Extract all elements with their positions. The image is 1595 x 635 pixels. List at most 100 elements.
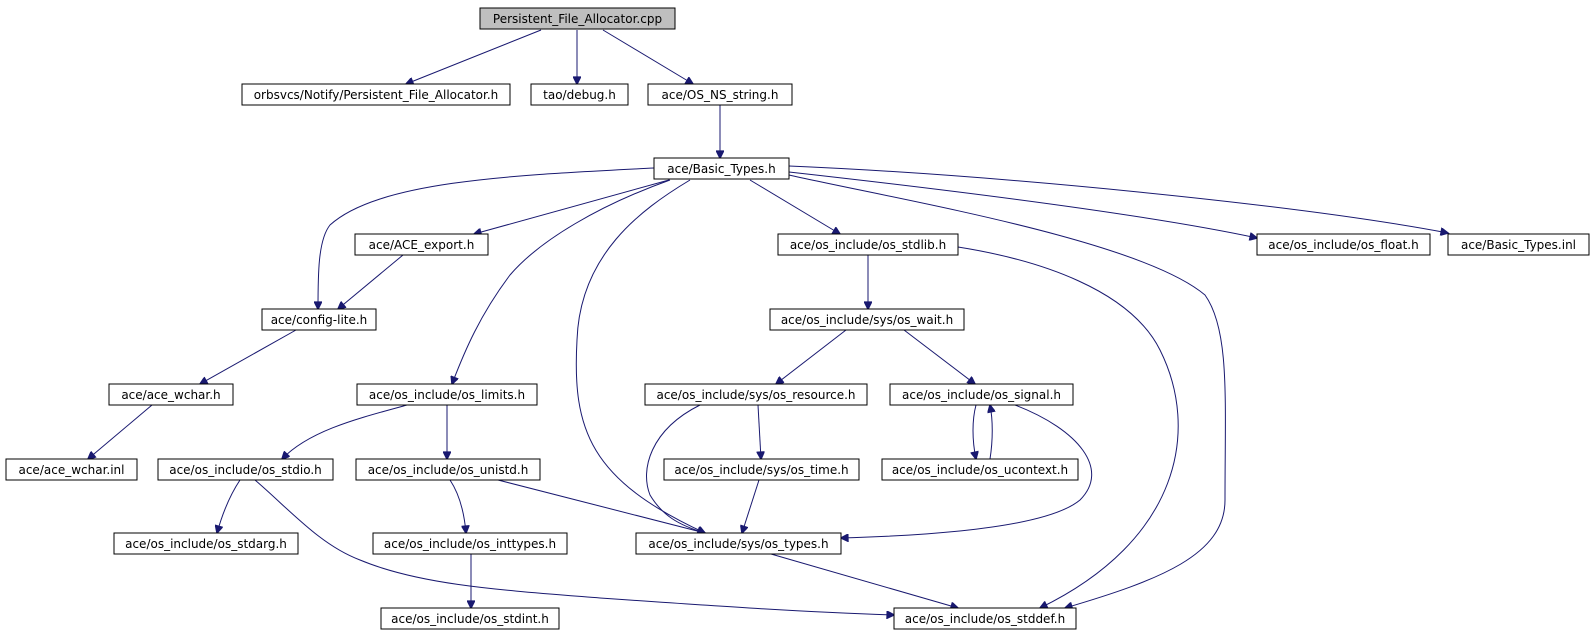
node-os_stdint[interactable]: ace/os_include/os_stdint.h	[380, 607, 560, 630]
node-ace_wchar_inl[interactable]: ace/ace_wchar.inl	[5, 458, 138, 481]
edge-os_ucontext-to-os_signal	[990, 405, 992, 460]
edge-basic_types-to-ace_export	[474, 179, 670, 234]
node-basic_types[interactable]: ace/Basic_Types.h	[653, 157, 790, 180]
node-box	[530, 83, 629, 106]
node-ace_wchar_h[interactable]: ace/ace_wchar.h	[108, 383, 234, 406]
node-box	[479, 7, 676, 30]
edge-os_resource-to-os_types	[646, 404, 705, 533]
node-box	[777, 233, 959, 256]
node-config_lite[interactable]: ace/config-lite.h	[261, 308, 377, 331]
node-label: ace/os_include/sys/os_time.h	[674, 463, 848, 477]
node-label: ace/ACE_export.h	[369, 238, 475, 252]
node-box	[241, 83, 511, 106]
edge-os_time-to-os_types	[742, 479, 760, 533]
node-os_signal[interactable]: ace/os_include/os_signal.h	[889, 383, 1074, 406]
edge-basic_types-to-os_stddef	[788, 174, 1226, 608]
node-box	[769, 308, 965, 331]
node-debug_h[interactable]: tao/debug.h	[530, 83, 629, 106]
node-label: ace/os_include/sys/os_wait.h	[781, 313, 953, 327]
node-root[interactable]: Persistent_File_Allocator.cpp	[479, 7, 676, 30]
node-label: ace/os_include/os_ucontext.h	[892, 463, 1068, 477]
node-os_stdio[interactable]: ace/os_include/os_stdio.h	[157, 458, 334, 481]
node-box	[5, 458, 138, 481]
node-os_time[interactable]: ace/os_include/sys/os_time.h	[663, 458, 860, 481]
edge-config_lite-to-ace_wchar_h	[200, 329, 297, 384]
node-os_ucontext[interactable]: ace/os_include/os_ucontext.h	[881, 458, 1079, 481]
edge-os_signal-to-os_ucontext	[973, 404, 976, 459]
node-label: ace/os_include/sys/os_types.h	[648, 537, 828, 551]
node-label: ace/OS_NS_string.h	[662, 88, 779, 102]
node-box	[108, 383, 234, 406]
edge-basic_types-to-basic_types_inl	[788, 165, 1448, 233]
node-os_stdlib[interactable]: ace/os_include/os_stdlib.h	[777, 233, 959, 256]
node-box	[647, 83, 793, 106]
edge-root-to-os_ns_string	[602, 29, 693, 84]
edge-os_unistd-to-os_types	[497, 479, 705, 533]
node-pfa_h[interactable]: orbsvcs/Notify/Persistent_File_Allocator…	[241, 83, 511, 106]
node-label: ace/os_include/os_stdlib.h	[790, 238, 946, 252]
node-os_types[interactable]: ace/os_include/sys/os_types.h	[635, 532, 842, 555]
edge-basic_types-to-os_float	[788, 171, 1257, 238]
node-os_wait[interactable]: ace/os_include/sys/os_wait.h	[769, 308, 965, 331]
node-basic_types_inl[interactable]: ace/Basic_Types.inl	[1447, 233, 1590, 256]
node-box	[355, 458, 541, 481]
node-box	[893, 607, 1077, 630]
node-label: ace/os_include/os_unistd.h	[368, 463, 529, 477]
node-box	[653, 157, 790, 180]
node-label: ace/os_include/os_stdarg.h	[125, 537, 287, 551]
node-label: ace/os_include/sys/os_resource.h	[656, 388, 855, 402]
edge-basic_types-to-os_types	[575, 179, 705, 533]
edge-os_limits-to-os_stdio	[282, 404, 408, 459]
node-label: ace/config-lite.h	[271, 313, 368, 327]
edge-root-to-pfa_h	[406, 29, 542, 84]
node-os_resource[interactable]: ace/os_include/sys/os_resource.h	[644, 383, 868, 406]
node-box	[1447, 233, 1590, 256]
node-box	[372, 532, 568, 555]
node-box	[380, 607, 560, 630]
edge-os_stdlib-to-os_stddef	[957, 246, 1179, 608]
edge-os_stdio-to-os_stdarg	[217, 479, 241, 533]
node-box	[113, 532, 299, 555]
nodes-layer: Persistent_File_Allocator.cpp orbsvcs/Not…	[5, 7, 1590, 630]
node-label: ace/os_include/os_stdio.h	[169, 463, 322, 477]
node-label: tao/debug.h	[543, 88, 616, 102]
node-label: orbsvcs/Notify/Persistent_File_Allocator…	[254, 88, 499, 102]
edge-ace_export-to-config_lite	[338, 254, 404, 309]
node-box	[635, 532, 842, 555]
node-os_unistd[interactable]: ace/os_include/os_unistd.h	[355, 458, 541, 481]
edge-os_types-to-os_stddef	[770, 553, 958, 608]
node-box	[1256, 233, 1431, 256]
edge-os_stdio-to-os_stddef	[254, 479, 894, 615]
node-os_float[interactable]: ace/os_include/os_float.h	[1256, 233, 1431, 256]
node-os_inttypes[interactable]: ace/os_include/os_inttypes.h	[372, 532, 568, 555]
node-box	[644, 383, 868, 406]
node-label: ace/os_include/os_stddef.h	[905, 612, 1065, 626]
node-os_stdarg[interactable]: ace/os_include/os_stdarg.h	[113, 532, 299, 555]
node-os_ns_string[interactable]: ace/OS_NS_string.h	[647, 83, 793, 106]
node-box	[354, 233, 489, 256]
node-label: ace/Basic_Types.h	[667, 162, 775, 176]
node-box	[157, 458, 334, 481]
node-label: Persistent_File_Allocator.cpp	[493, 12, 662, 26]
node-os_limits[interactable]: ace/os_include/os_limits.h	[356, 383, 538, 406]
node-box	[356, 383, 538, 406]
edge-os_signal-to-os_types	[841, 404, 1092, 538]
node-label: ace/os_include/os_inttypes.h	[384, 537, 556, 551]
node-ace_export[interactable]: ace/ACE_export.h	[354, 233, 489, 256]
edge-basic_types-to-config_lite	[318, 167, 655, 309]
node-label: ace/ace_wchar.h	[121, 388, 220, 402]
edge-os_wait-to-os_resource	[776, 329, 847, 384]
node-label: ace/os_include/os_stdint.h	[391, 612, 549, 626]
edge-ace_wchar_h-to-ace_wchar_inl	[88, 404, 153, 459]
node-label: ace/os_include/os_limits.h	[369, 388, 525, 402]
node-box	[881, 458, 1079, 481]
node-label: ace/ace_wchar.inl	[18, 463, 124, 477]
edge-os_resource-to-os_time	[758, 404, 761, 459]
edge-basic_types-to-os_stdlib	[749, 179, 840, 234]
edge-basic_types-to-os_limits	[452, 179, 671, 384]
node-label: ace/os_include/os_signal.h	[902, 388, 1061, 402]
node-box	[663, 458, 860, 481]
node-os_stddef[interactable]: ace/os_include/os_stddef.h	[893, 607, 1077, 630]
